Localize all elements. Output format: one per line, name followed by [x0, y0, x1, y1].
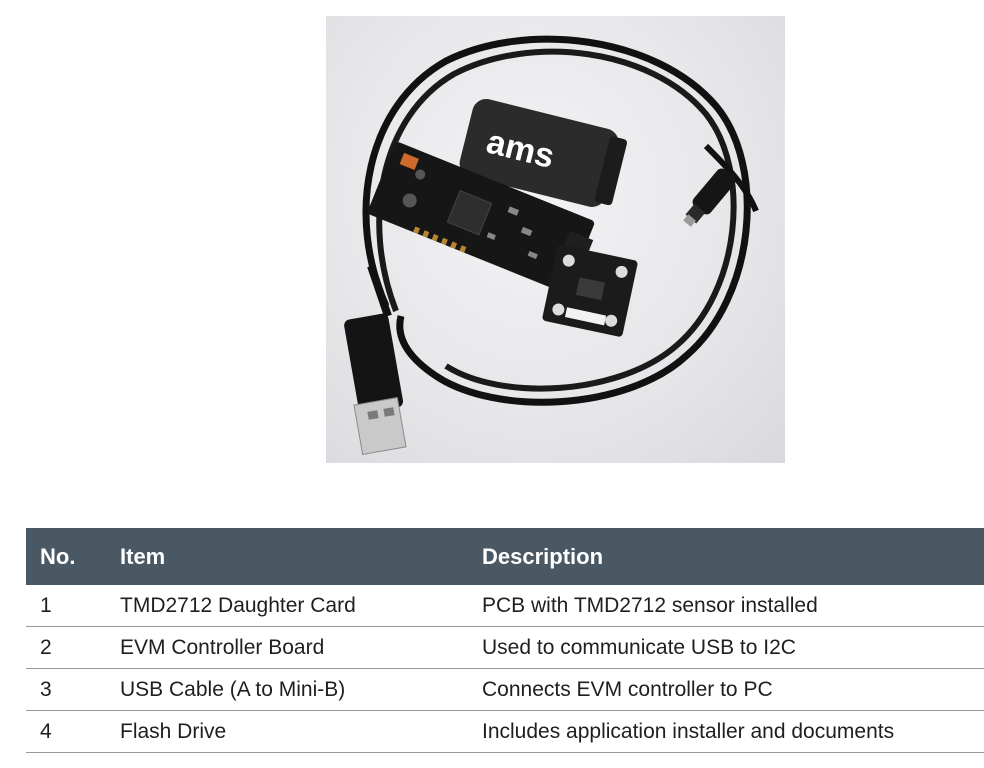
evm-kit-photo: ams: [326, 16, 785, 463]
table-header-row: No. Item Description: [26, 528, 984, 585]
table-row: 3 USB Cable (A to Mini-B) Connects EVM c…: [26, 668, 984, 711]
flash-drive: ams: [459, 98, 628, 207]
cell-description: Connects EVM controller to PC: [468, 668, 984, 711]
cell-description: Includes application installer and docum…: [468, 710, 984, 753]
header-description: Description: [482, 543, 604, 569]
usb-cable: [362, 35, 751, 406]
evm-controller-board: [367, 142, 595, 293]
cell-no: 3: [26, 668, 106, 711]
table-row: 4 Flash Drive Includes application insta…: [26, 710, 984, 753]
cell-item: EVM Controller Board: [106, 626, 468, 669]
cell-item: TMD2712 Daughter Card: [106, 585, 468, 627]
daughter-card: [542, 244, 638, 337]
usb-a-connector: [344, 264, 407, 456]
cell-description: PCB with TMD2712 sensor installed: [468, 585, 984, 627]
table-row: 1 TMD2712 Daughter Card PCB with TMD2712…: [26, 585, 984, 627]
header-no: No.: [40, 543, 76, 569]
evm-kit-illustration: ams: [344, 35, 759, 456]
mini-b-connector: [683, 168, 736, 227]
kit-contents-table: No. Item Description 1 TMD2712 Daughter …: [26, 528, 984, 753]
table-row: 2 EVM Controller Board Used to communica…: [26, 626, 984, 669]
cell-no: 4: [26, 710, 106, 753]
cell-no: 1: [26, 585, 106, 627]
cell-no: 2: [26, 626, 106, 669]
cell-item: Flash Drive: [106, 710, 468, 753]
header-item: Item: [120, 543, 166, 569]
cell-description: Used to communicate USB to I2C: [468, 626, 984, 669]
cell-item: USB Cable (A to Mini-B): [106, 668, 468, 711]
